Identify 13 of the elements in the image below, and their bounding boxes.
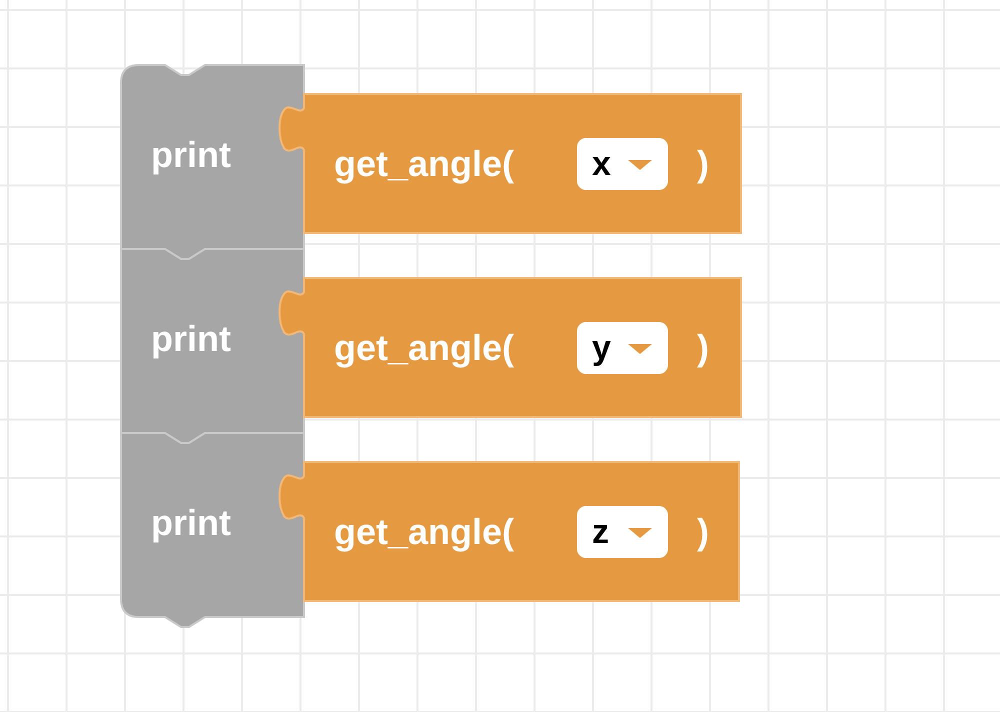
block-function-text: ) [697, 146, 709, 182]
block-keyword: print [151, 505, 231, 541]
block-function-text: get_angle( [334, 514, 514, 550]
block-function-text: get_angle( [334, 330, 514, 366]
block-function-text: ) [697, 514, 709, 550]
dropdown-field: y [577, 322, 668, 374]
statement-block [121, 433, 305, 630]
block-keyword: print [151, 137, 231, 173]
dropdown-field: x [577, 138, 668, 190]
block-keyword: print [151, 321, 231, 357]
block-function-text: ) [697, 330, 709, 366]
dropdown-field: z [577, 506, 668, 558]
block-function-text: get_angle( [334, 146, 514, 182]
